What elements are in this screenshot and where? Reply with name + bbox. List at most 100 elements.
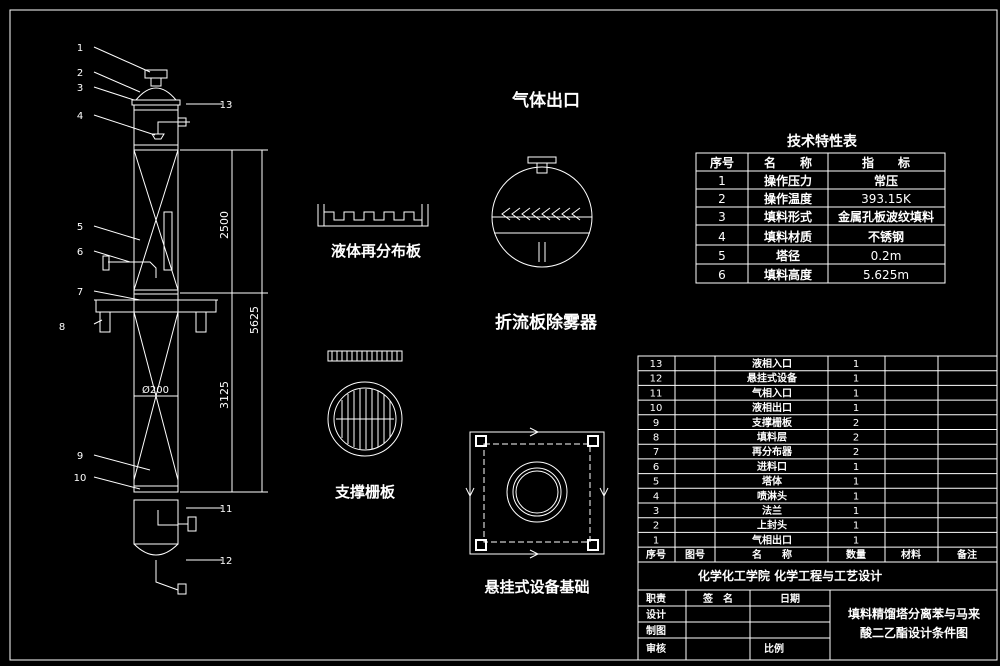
spec-cell-1-2: 393.15K bbox=[861, 192, 912, 206]
parts-cell-7-3: 1 bbox=[853, 462, 859, 473]
callout-13: 13 bbox=[220, 100, 233, 111]
parts-cell-3-2: 液相出口 bbox=[752, 401, 792, 414]
parts-cell-11-0: 2 bbox=[653, 521, 659, 532]
parts-cell-1-3: 1 bbox=[853, 374, 859, 385]
spec-cell-0-1: 操作压力 bbox=[764, 173, 812, 188]
parts-cell-12-3: 1 bbox=[853, 535, 859, 546]
parts-cell-12-0: 1 bbox=[653, 535, 659, 546]
callout-8: 8 bbox=[59, 322, 65, 333]
drawing-title-line1: 填料精馏塔分离苯与马来 bbox=[848, 606, 981, 621]
spec-cell-0-2: 常压 bbox=[874, 173, 898, 188]
demister-label: 折流板除雾器 bbox=[495, 312, 598, 333]
spec-cell-1-1: 操作温度 bbox=[764, 191, 813, 206]
spec-cell-2-0: 3 bbox=[718, 210, 726, 224]
parts-cell-4-0: 9 bbox=[653, 418, 659, 429]
callout-12: 12 bbox=[220, 556, 233, 567]
parts-cell-9-0: 4 bbox=[653, 491, 659, 502]
spec-header-0: 序号 bbox=[710, 155, 734, 170]
tb-date: 日期 bbox=[780, 592, 800, 605]
spec-cell-4-0: 5 bbox=[718, 249, 726, 263]
spec-table-grid bbox=[695, 152, 946, 284]
tb-review: 审核 bbox=[646, 642, 666, 655]
parts-cell-5-0: 8 bbox=[653, 433, 659, 444]
parts-cell-6-0: 7 bbox=[653, 447, 659, 458]
dim-upper: 2500 bbox=[218, 211, 231, 239]
callout-leaders bbox=[93, 46, 222, 561]
redistributor-drawing bbox=[317, 204, 429, 227]
dim-total: 5625 bbox=[248, 306, 261, 334]
parts-cell-2-0: 11 bbox=[650, 388, 663, 399]
parts-cell-10-0: 3 bbox=[653, 506, 659, 517]
callout-9: 9 bbox=[77, 451, 83, 462]
parts-cell-8-0: 5 bbox=[653, 477, 659, 488]
parts-cell-10-2: 法兰 bbox=[762, 504, 782, 517]
parts-cell-0-2: 液相入口 bbox=[752, 357, 792, 370]
redistributor-label: 液体再分布板 bbox=[331, 242, 422, 260]
parts-header-3: 数量 bbox=[846, 548, 866, 561]
support-grid-drawing bbox=[327, 350, 403, 457]
parts-cell-4-2: 支撑栅板 bbox=[751, 416, 793, 429]
org-title: 化学化工学院 化学工程与工艺设计 bbox=[698, 568, 882, 583]
support-grid-label: 支撑栅板 bbox=[334, 483, 396, 501]
spec-cell-4-1: 塔径 bbox=[776, 248, 800, 263]
spec-header-1: 名 称 bbox=[764, 155, 812, 170]
parts-cell-3-0: 10 bbox=[650, 403, 663, 414]
tb-scale: 比例 bbox=[764, 642, 784, 655]
spec-cell-3-0: 4 bbox=[718, 230, 726, 244]
parts-header-2: 名 称 bbox=[752, 548, 792, 561]
parts-cell-2-3: 1 bbox=[853, 388, 859, 399]
parts-cell-6-2: 再分布器 bbox=[752, 445, 793, 458]
tb-drawing: 制图 bbox=[646, 624, 666, 637]
tb-name: 签 名 bbox=[702, 592, 733, 605]
callout-2: 2 bbox=[77, 68, 83, 79]
spec-cell-0-0: 1 bbox=[718, 174, 726, 188]
parts-cell-5-3: 2 bbox=[853, 433, 859, 444]
callout-6: 6 bbox=[77, 247, 83, 258]
spec-cell-4-2: 0.2m bbox=[871, 249, 902, 263]
callout-1: 1 bbox=[77, 43, 83, 54]
spec-cell-3-1: 填料材质 bbox=[764, 229, 812, 244]
spec-table-title: 技术特性表 bbox=[787, 133, 858, 150]
parts-header-5: 备注 bbox=[956, 548, 977, 561]
parts-cell-7-2: 进料口 bbox=[757, 460, 787, 473]
spec-cell-5-2: 5.625m bbox=[863, 268, 909, 282]
gas-outlet-label: 气体出口 bbox=[511, 90, 580, 111]
tb-design: 设计 bbox=[646, 608, 666, 621]
parts-cell-0-0: 13 bbox=[650, 359, 663, 370]
parts-cell-0-3: 1 bbox=[853, 359, 859, 370]
callout-5: 5 bbox=[77, 222, 83, 233]
tb-role: 职责 bbox=[646, 592, 666, 605]
parts-cell-2-2: 气相入口 bbox=[751, 386, 792, 399]
parts-header-0: 序号 bbox=[646, 548, 666, 561]
hanging-foundation-drawing bbox=[465, 427, 609, 559]
parts-cell-11-3: 1 bbox=[853, 521, 859, 532]
demister-drawing bbox=[491, 156, 593, 268]
parts-cell-4-3: 2 bbox=[853, 418, 859, 429]
parts-cell-3-3: 1 bbox=[853, 403, 859, 414]
dimension-lines bbox=[180, 149, 268, 493]
parts-cell-1-0: 12 bbox=[650, 374, 663, 385]
callout-4: 4 bbox=[77, 111, 83, 122]
callout-10: 10 bbox=[74, 473, 87, 484]
tower-elevation bbox=[94, 69, 218, 595]
spec-cell-5-0: 6 bbox=[718, 268, 726, 282]
parts-table-rows bbox=[638, 370, 997, 548]
parts-cell-5-2: 填料层 bbox=[757, 431, 787, 444]
parts-cell-1-2: 悬挂式设备 bbox=[746, 372, 798, 385]
callout-11: 11 bbox=[220, 504, 233, 515]
parts-header-4: 材料 bbox=[901, 548, 921, 561]
spec-cell-3-2: 不锈钢 bbox=[868, 229, 904, 244]
callout-7: 7 bbox=[77, 287, 83, 298]
parts-header-1: 图号 bbox=[685, 549, 705, 561]
parts-cell-8-3: 1 bbox=[853, 477, 859, 488]
spec-header-2: 指 标 bbox=[862, 155, 910, 170]
hanging-foundation-label: 悬挂式设备基础 bbox=[484, 578, 589, 596]
dim-lower: 3125 bbox=[218, 381, 231, 409]
drawing-border bbox=[9, 9, 998, 661]
callout-3: 3 bbox=[77, 83, 83, 94]
parts-cell-10-3: 1 bbox=[853, 506, 859, 517]
spec-cell-5-1: 填料高度 bbox=[764, 267, 813, 282]
